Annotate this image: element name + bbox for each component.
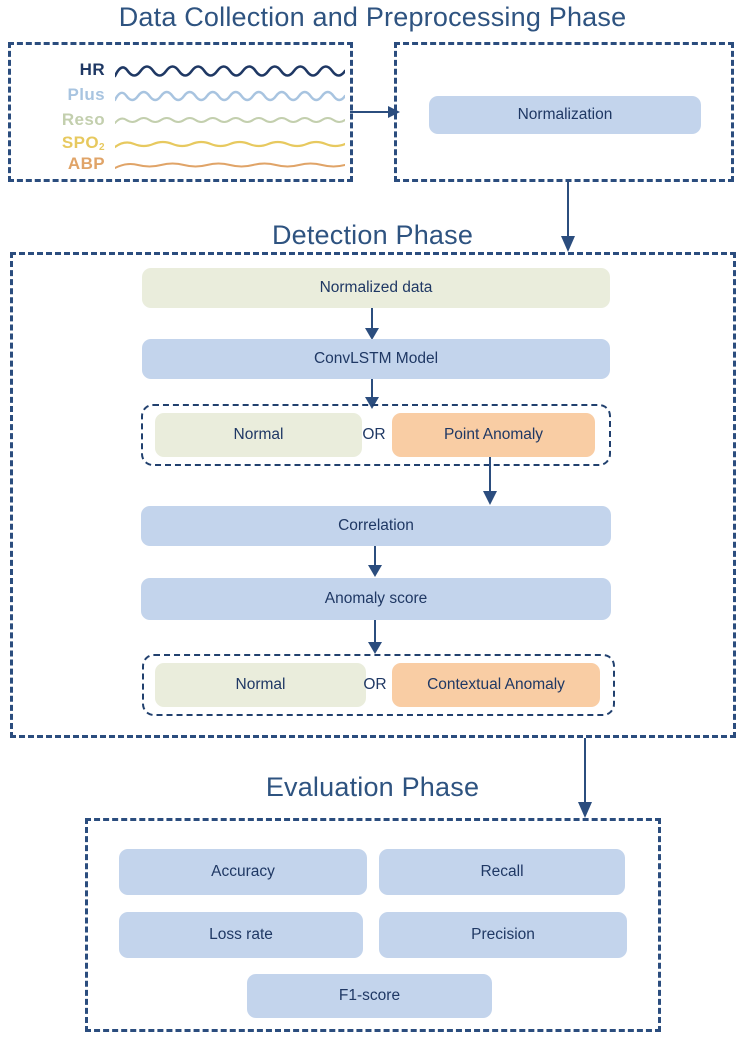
arrow-normalized-to-model [365,308,379,340]
node-point-anomaly[interactable]: Point Anomaly [392,413,595,457]
waveform-abp [115,162,345,169]
signal-label-reso: Reso [61,110,105,129]
arrow-correlation-to-score [368,546,382,577]
waveform-spo2 [115,140,345,149]
node-correlation[interactable]: Correlation [141,506,611,546]
node-metric-accuracy[interactable]: Accuracy [119,849,367,895]
or-label-point: OR [362,426,386,443]
node-normal-point[interactable]: Normal [155,413,362,457]
node-metric-recall[interactable]: Recall [379,849,625,895]
signal-label-spo2: SPO2 [61,133,105,153]
node-metric-precision[interactable]: Precision [379,912,627,958]
waveform-plus [115,90,345,102]
arrow-detection-to-evaluation [578,738,592,818]
node-metric-f1-score[interactable]: F1-score [247,974,492,1018]
arrow-score-to-decision-two [368,620,382,654]
signal-label-plus: Plus [67,85,105,104]
decision-group-point [141,404,611,466]
or-label-contextual: OR [363,676,387,693]
node-normal-contextual[interactable]: Normal [155,663,366,707]
signal-label-hr: HR [79,60,105,79]
arrow-preprocessing-to-detection [561,182,575,252]
signal-label-abp: ABP [67,154,105,173]
phase-title-detection: Detection Phase [271,220,474,250]
phase-title-data-collection: Data Collection and Preprocessing Phase [118,2,627,32]
node-normalized-data[interactable]: Normalized data [142,268,610,308]
waveform-reso [115,117,345,124]
evaluation-panel [85,818,661,1032]
waveform-hr [115,65,345,78]
arrow-signals-to-normalization [350,106,400,118]
phase-title-evaluation: Evaluation Phase [265,772,480,802]
decision-group-contextual [142,654,615,716]
detection-panel [10,252,736,738]
node-anomaly-score[interactable]: Anomaly score [141,578,611,620]
node-contextual-anomaly[interactable]: Contextual Anomaly [392,663,600,707]
node-metric-loss-rate[interactable]: Loss rate [119,912,363,958]
arrow-point-anomaly-to-correlation [483,457,497,505]
arrow-model-to-decision-one [365,379,379,409]
node-normalization[interactable]: Normalization [429,96,701,134]
node-convlstm-model[interactable]: ConvLSTM Model [142,339,610,379]
